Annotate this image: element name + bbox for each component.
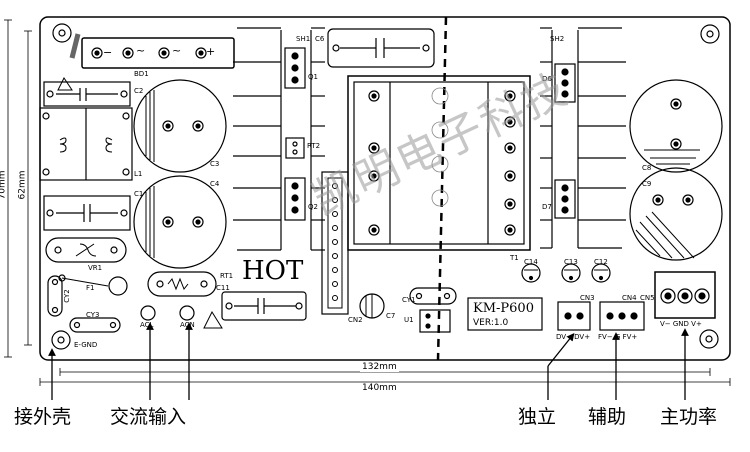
capacitor-c4 xyxy=(133,175,227,269)
dimension-lines xyxy=(4,19,731,386)
capacitor-cy1 xyxy=(409,287,457,305)
callout-arrows xyxy=(48,322,689,400)
warning-icon xyxy=(203,310,223,329)
label-acl: ACL xyxy=(140,321,154,329)
model-version: VER:1.0 xyxy=(473,318,509,328)
label-sh1: SH1 xyxy=(296,35,311,43)
label-egnd: E-GND xyxy=(74,341,98,349)
label-sh2: SH2 xyxy=(550,35,565,43)
label-cy1: CY1 xyxy=(402,296,416,304)
label-c3: C3 xyxy=(210,160,220,168)
callout-auxiliary: 辅助 xyxy=(588,406,627,428)
label-c7: C7 xyxy=(386,312,396,320)
callout-main-power: 主功率 xyxy=(660,406,718,428)
label-c1: C1 xyxy=(134,190,144,198)
capacitor-c8 xyxy=(629,79,723,173)
callout-independent: 独立 xyxy=(518,406,557,428)
capacitor-c2 xyxy=(43,81,131,107)
varistor-vr1 xyxy=(45,237,127,263)
capacitor-c11 xyxy=(221,291,307,321)
diode-d6 xyxy=(554,63,576,103)
bridge-pin-ac1: ~ xyxy=(136,44,146,57)
pad-acl xyxy=(140,305,156,321)
label-c13: C13 xyxy=(564,258,578,266)
heatsink-sh2 xyxy=(540,27,626,249)
label-cy3: CY3 xyxy=(86,311,100,319)
label-c2: C2 xyxy=(134,87,144,95)
thermistor-rt2 xyxy=(285,137,305,159)
diode-d7 xyxy=(554,179,576,219)
callout-ac-input: 交流输入 xyxy=(110,406,187,428)
label-f1: F1 xyxy=(86,284,95,292)
bridge-pin-minus: − xyxy=(103,46,113,59)
warning-icon xyxy=(57,77,73,91)
model-name: KM-P600 xyxy=(473,301,534,316)
transformer-t1 xyxy=(347,75,531,251)
label-cn3-pins: DV− DV+ xyxy=(556,333,591,341)
capacitor-cy2 xyxy=(47,275,63,317)
label-c12: C12 xyxy=(594,258,608,266)
connector-cn3 xyxy=(557,301,591,331)
transistor-q2 xyxy=(284,177,306,221)
pad-acn xyxy=(179,305,195,321)
connector-cn5 xyxy=(654,271,716,319)
thermistor-rt1 xyxy=(147,271,217,297)
dim-width-140: 140mm xyxy=(360,383,399,393)
label-rt2: RT2 xyxy=(307,142,321,150)
fuse-f1 xyxy=(108,276,128,296)
label-u1: U1 xyxy=(404,316,414,324)
callout-case-ground: 接外壳 xyxy=(14,406,72,428)
capacitor-c1 xyxy=(43,195,131,231)
dim-height-70: 70mm xyxy=(0,170,8,200)
transistor-q1 xyxy=(284,47,306,89)
capacitor-c9 xyxy=(629,167,723,261)
label-l1: L1 xyxy=(134,170,143,178)
label-q1: Q1 xyxy=(308,73,318,81)
label-c9: C9 xyxy=(642,180,652,188)
hot-label: HOT xyxy=(242,256,304,286)
label-cn4-pins: FV− G FV+ xyxy=(598,333,638,341)
capacitor-c14 xyxy=(521,263,541,283)
label-c14: C14 xyxy=(524,258,538,266)
label-c8: C8 xyxy=(642,164,652,172)
board-outline xyxy=(39,16,731,361)
bridge-rectifier xyxy=(69,33,235,69)
label-acn: ACN xyxy=(180,321,195,329)
label-d6: D6 xyxy=(542,75,552,83)
label-cn4: CN4 xyxy=(622,294,637,302)
label-bd1: BD1 xyxy=(134,70,149,78)
capacitor-c12 xyxy=(591,263,611,283)
dim-width-132: 132mm xyxy=(360,362,399,372)
label-cn5-pins: V− GND V+ xyxy=(660,320,702,328)
optocoupler-u1 xyxy=(419,309,451,333)
label-cn5: CN5 xyxy=(640,294,655,302)
label-c4: C4 xyxy=(210,180,220,188)
capacitor-cy3 xyxy=(69,317,121,333)
label-t1: T1 xyxy=(510,254,519,262)
label-c11: C11 xyxy=(216,284,230,292)
label-c6: C6 xyxy=(315,35,325,43)
mounting-holes xyxy=(51,23,720,350)
model-label-box xyxy=(467,297,543,331)
capacitor-c3 xyxy=(133,79,227,173)
heatsink-sh1 xyxy=(233,27,325,251)
bridge-pin-ac2: ~ xyxy=(172,44,182,57)
label-d7: D7 xyxy=(542,203,552,211)
label-vr1: VR1 xyxy=(88,264,103,272)
label-rt1: RT1 xyxy=(220,272,234,280)
label-q2: Q2 xyxy=(308,203,318,211)
isolation-line xyxy=(436,16,448,361)
bridge-pin-plus: + xyxy=(206,45,216,58)
capacitor-c13 xyxy=(561,263,581,283)
dim-height-62: 62mm xyxy=(17,170,28,200)
label-cn2: CN2 xyxy=(348,316,363,324)
label-cn3: CN3 xyxy=(580,294,595,302)
inductor-l1 xyxy=(39,107,133,181)
capacitor-c6 xyxy=(327,28,435,68)
connector-cn4 xyxy=(599,301,645,331)
label-cy2: CY2 xyxy=(62,289,71,303)
